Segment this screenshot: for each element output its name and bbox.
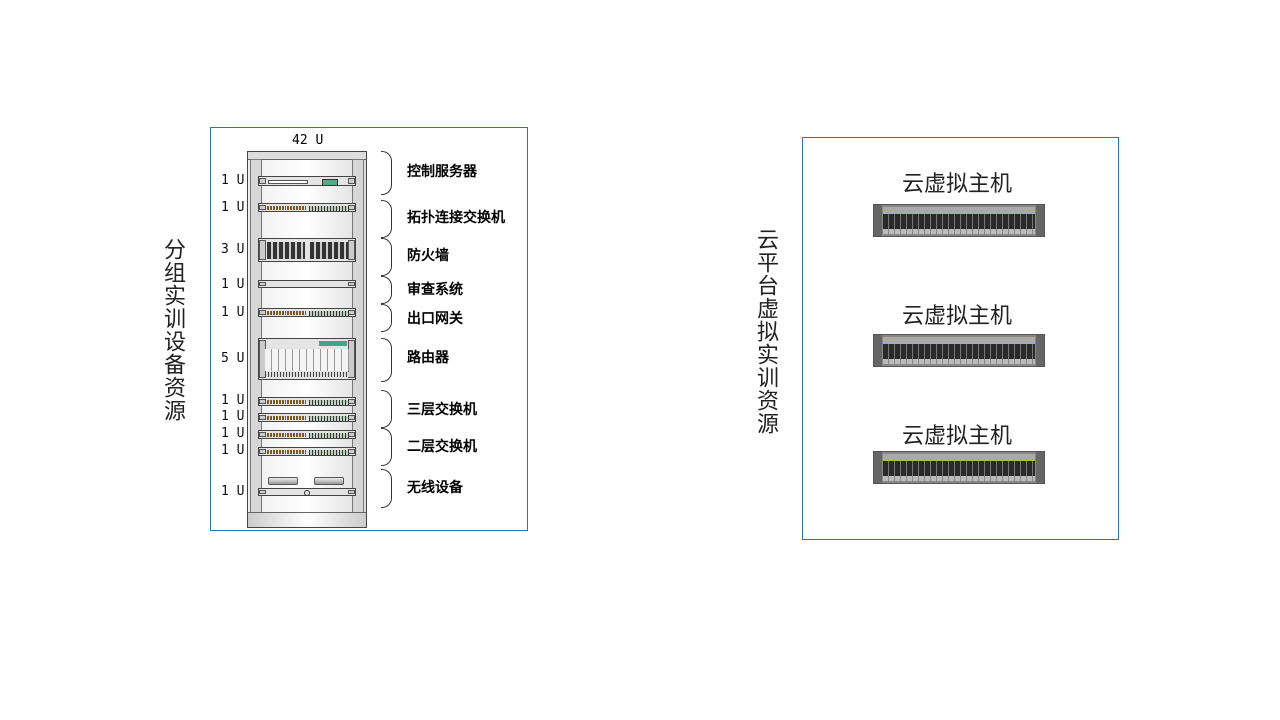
right-panel-title: 云平台虚拟实训资源 <box>753 228 778 435</box>
switch <box>258 413 356 422</box>
wireless-ap <box>268 477 298 485</box>
device-label: 无线设备 <box>407 480 463 496</box>
host-label: 云虚拟主机 <box>901 304 1012 329</box>
unit-label: 1 U <box>221 173 245 188</box>
unit-label: 1 U <box>221 277 245 292</box>
device-label: 出口网关 <box>407 311 463 327</box>
unit-label: 1 U <box>221 409 245 424</box>
unit-label: 1 U <box>221 393 245 408</box>
device-label: 拓扑连接交换机 <box>407 210 505 226</box>
brace <box>381 428 392 466</box>
switch <box>258 447 356 456</box>
server-image <box>873 204 1045 237</box>
unit-label: 1 U <box>221 305 245 320</box>
device-label: 审查系统 <box>407 282 463 298</box>
server-image <box>873 451 1045 484</box>
device-label: 二层交换机 <box>407 439 477 455</box>
egress-gateway <box>258 308 356 317</box>
rack-panel <box>210 127 528 531</box>
wireless-ap <box>314 477 344 485</box>
right-panel-title-wrap: 云平台虚拟实训资源 <box>749 228 781 435</box>
brace <box>381 390 392 428</box>
host-label: 云虚拟主机 <box>901 172 1012 197</box>
brace <box>381 238 392 276</box>
brace <box>381 338 392 382</box>
unit-label: 1 U <box>221 443 245 458</box>
control-server <box>258 176 356 186</box>
unit-label: 3 U <box>221 242 245 257</box>
audit-system <box>258 280 356 288</box>
wireless-device <box>258 488 356 496</box>
device-label: 控制服务器 <box>407 164 477 180</box>
router <box>258 338 356 380</box>
rack-size-label: 42 U <box>292 133 324 148</box>
switch <box>258 430 356 439</box>
cloud-panel <box>802 137 1119 540</box>
device-label: 防火墙 <box>407 248 449 264</box>
topology-switch <box>258 203 356 212</box>
host-label: 云虚拟主机 <box>901 424 1012 449</box>
unit-label: 1 U <box>221 484 245 499</box>
left-panel-title: 分组实训设备资源 <box>160 238 185 422</box>
server-image <box>873 334 1045 367</box>
unit-label: 1 U <box>221 426 245 441</box>
brace <box>381 469 392 508</box>
unit-label: 1 U <box>221 200 245 215</box>
switch <box>258 397 356 406</box>
brace <box>381 200 392 238</box>
brace <box>381 151 392 195</box>
unit-label: 5 U <box>221 351 245 366</box>
device-label: 三层交换机 <box>407 402 477 418</box>
rack-frame <box>247 151 367 528</box>
firewall <box>258 238 356 262</box>
device-label: 路由器 <box>407 350 449 366</box>
